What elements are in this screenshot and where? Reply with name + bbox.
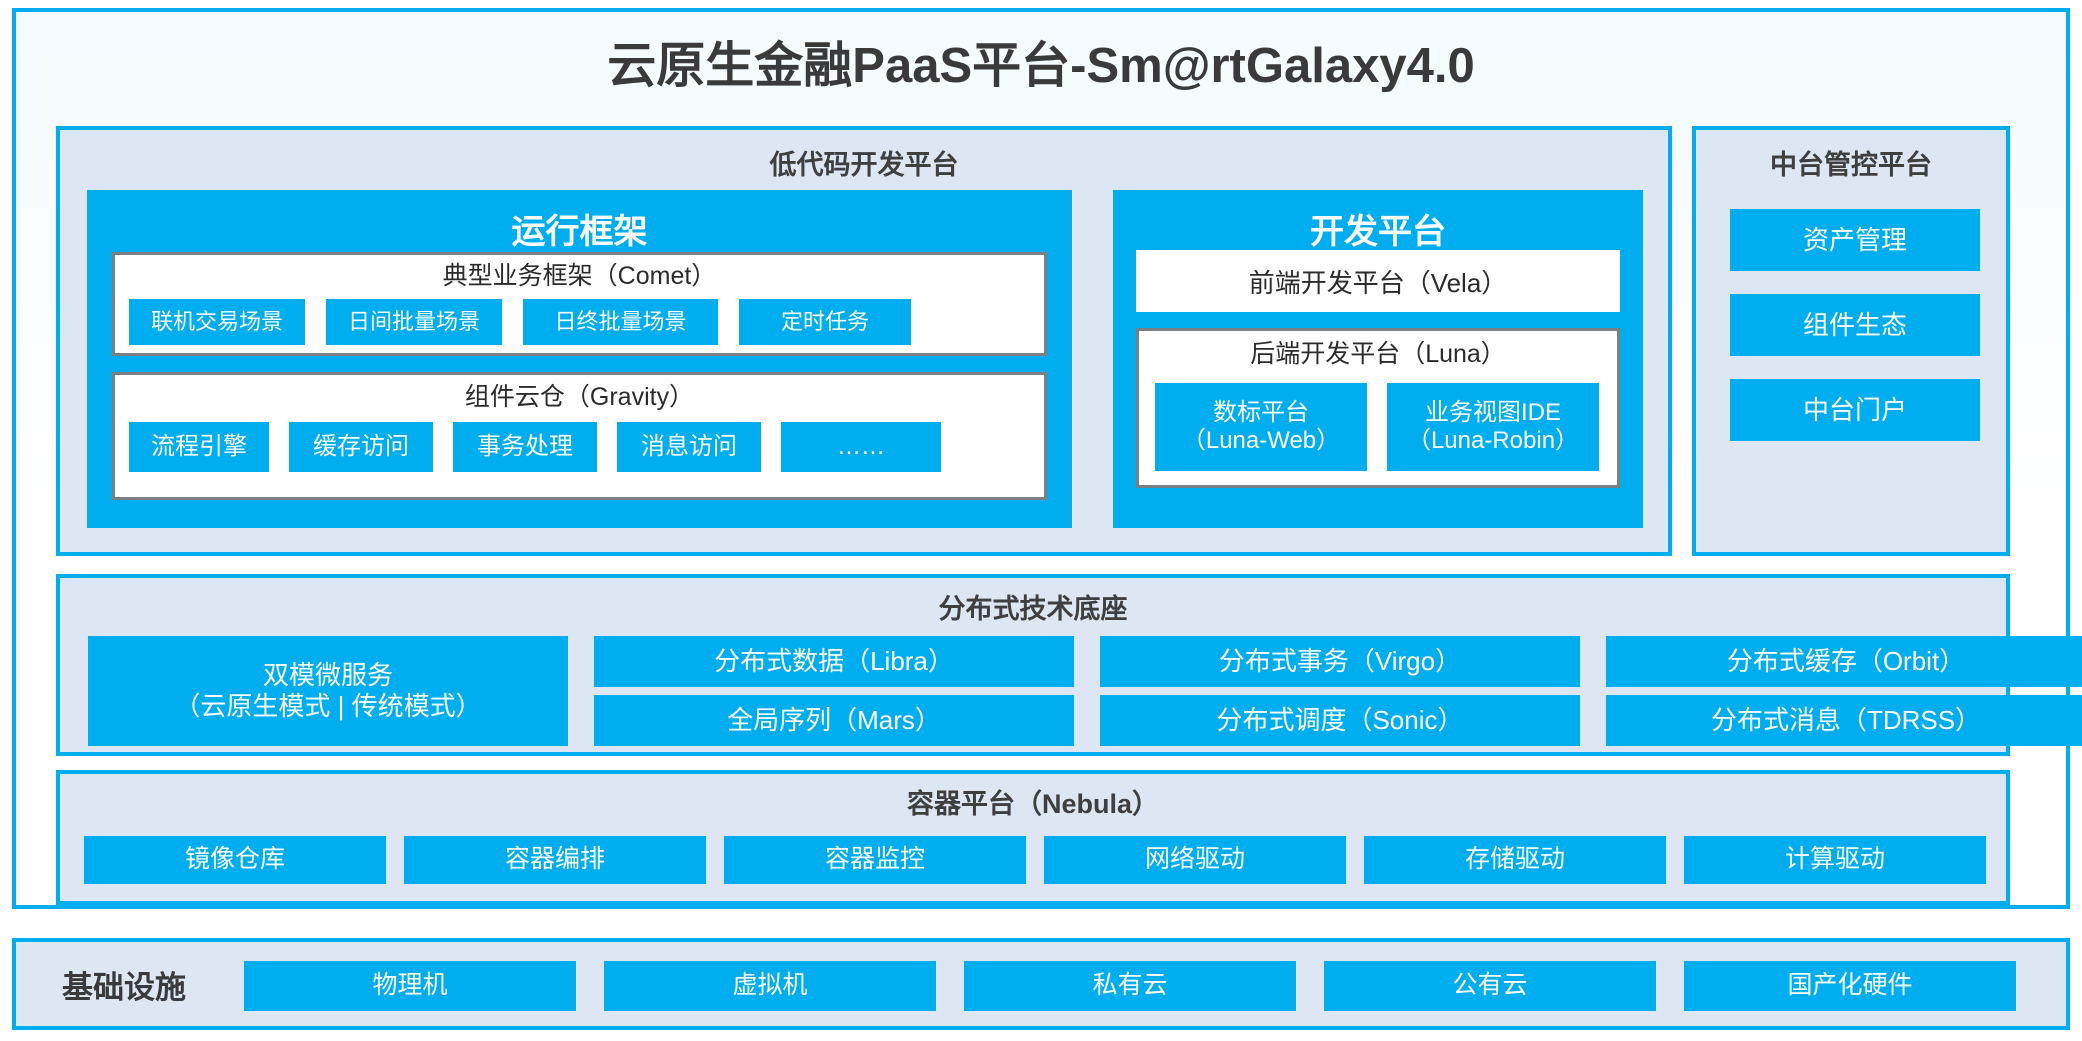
platform-main-frame: 云原生金融PaaS平台-Sm@rtGalaxy4.0 低代码开发平台 运行框架 …	[12, 8, 2082, 909]
dev-platform-title: 开发平台	[1310, 213, 1446, 251]
comet-tile-intraday-batch[interactable]: 日间批量场景	[326, 299, 502, 345]
infra-tile-domestic-hardware[interactable]: 国产化硬件	[1684, 961, 2016, 1011]
comet-tile-scheduled-task[interactable]: 定时任务	[739, 299, 911, 345]
gravity-item-row: 流程引擎 缓存访问 事务处理 消息访问 ……	[129, 422, 941, 472]
container-platform-title: 容器平台（Nebula）	[906, 789, 1160, 819]
comet-item-row: 联机交易场景 日间批量场景 日终批量场景 定时任务	[129, 299, 911, 345]
luna-robin-name: 业务视图IDE	[1424, 398, 1561, 426]
distributed-col-3: 分布式缓存（Orbit） 分布式消息（TDRSS）	[1606, 636, 2082, 746]
container-tile-orchestration[interactable]: 容器编排	[404, 836, 706, 884]
container-tile-monitoring[interactable]: 容器监控	[724, 836, 1026, 884]
infra-tile-public-cloud[interactable]: 公有云	[1324, 961, 1656, 1011]
luna-web-code: （Luna-Web）	[1181, 427, 1341, 454]
dist-tile-sonic[interactable]: 分布式调度（Sonic）	[1100, 695, 1580, 746]
container-tile-image-registry[interactable]: 镜像仓库	[84, 836, 386, 884]
dist-tile-virgo[interactable]: 分布式事务（Virgo）	[1100, 636, 1580, 687]
container-tile-network-driver[interactable]: 网络驱动	[1044, 836, 1346, 884]
gravity-tile-message-access[interactable]: 消息访问	[617, 422, 761, 472]
luna-robin-code: （Luna-Robin）	[1406, 427, 1580, 454]
dev-platform-card: 开发平台 前端开发平台（Vela） 后端开发平台（Luna） 数标平台 （Lun…	[1113, 190, 1643, 528]
luna-item-row: 数标平台 （Luna-Web） 业务视图IDE （Luna-Robin）	[1155, 383, 1599, 471]
midend-tile-component-ecosystem[interactable]: 组件生态	[1730, 294, 1980, 356]
comet-title: 典型业务框架（Comet）	[442, 262, 717, 290]
gravity-tile-cache-access[interactable]: 缓存访问	[289, 422, 433, 472]
distributed-col-1: 分布式数据（Libra） 全局序列（Mars）	[594, 636, 1074, 746]
infra-tile-physical-machine[interactable]: 物理机	[244, 961, 576, 1011]
gravity-title: 组件云仓（Gravity）	[464, 383, 695, 411]
distributed-tech-foundation-panel: 分布式技术底座 双模微服务 （云原生模式 | 传统模式） 分布式数据（Libra…	[56, 574, 2082, 756]
dist-tile-tdrss[interactable]: 分布式消息（TDRSS）	[1606, 695, 2082, 746]
midend-control-platform-panel: 中台管控平台 资产管理 组件生态 中台门户	[1692, 126, 2010, 556]
runtime-framework-title: 运行框架	[511, 213, 648, 251]
luna-title: 后端开发平台（Luna）	[1250, 340, 1506, 368]
runtime-framework-card: 运行框架 典型业务框架（Comet） 联机交易场景 日间批量场景 日终批量场景 …	[87, 190, 1072, 528]
midend-control-platform-title: 中台管控平台	[1770, 150, 1932, 180]
gravity-tile-process-engine[interactable]: 流程引擎	[129, 422, 269, 472]
dist-tile-libra[interactable]: 分布式数据（Libra）	[594, 636, 1074, 687]
container-tile-storage-driver[interactable]: 存储驱动	[1364, 836, 1666, 884]
luna-web-name: 数标平台	[1213, 398, 1309, 426]
luna-tile-business-view-ide[interactable]: 业务视图IDE （Luna-Robin）	[1387, 383, 1599, 471]
microservice-mode: （云原生模式 | 传统模式）	[174, 691, 482, 721]
gravity-tile-transaction-process[interactable]: 事务处理	[453, 422, 597, 472]
distributed-col-microservice: 双模微服务 （云原生模式 | 传统模式）	[88, 636, 568, 746]
gravity-component-cloud-box: 组件云仓（Gravity） 流程引擎 缓存访问 事务处理 消息访问 ……	[112, 372, 1047, 500]
backend-dev-platform-luna-box: 后端开发平台（Luna） 数标平台 （Luna-Web） 业务视图IDE （Lu…	[1136, 328, 1620, 488]
page-title: 云原生金融PaaS平台-Sm@rtGalaxy4.0	[607, 39, 1475, 93]
gravity-tile-more[interactable]: ……	[781, 422, 941, 472]
distributed-tech-foundation-title: 分布式技术底座	[938, 594, 1128, 624]
dist-tile-orbit[interactable]: 分布式缓存（Orbit）	[1606, 636, 2082, 687]
luna-tile-data-standard-platform[interactable]: 数标平台 （Luna-Web）	[1155, 383, 1367, 471]
frontend-dev-platform-vela[interactable]: 前端开发平台（Vela）	[1136, 250, 1620, 312]
midend-item-stack: 资产管理 组件生态 中台门户	[1730, 209, 1980, 441]
comet-tile-eod-batch[interactable]: 日终批量场景	[523, 299, 718, 345]
midend-tile-midend-portal[interactable]: 中台门户	[1730, 379, 1980, 441]
infra-tile-virtual-machine[interactable]: 虚拟机	[604, 961, 936, 1011]
distributed-col-2: 分布式事务（Virgo） 分布式调度（Sonic）	[1100, 636, 1580, 746]
midend-tile-asset-management[interactable]: 资产管理	[1730, 209, 1980, 271]
container-platform-panel: 容器平台（Nebula） 镜像仓库 容器编排 容器监控 网络驱动 存储驱动 计算…	[56, 770, 2010, 905]
distributed-grid: 双模微服务 （云原生模式 | 传统模式） 分布式数据（Libra） 全局序列（M…	[88, 636, 2082, 746]
comet-tile-online-transaction[interactable]: 联机交易场景	[129, 299, 305, 345]
container-tile-compute-driver[interactable]: 计算驱动	[1684, 836, 1986, 884]
infra-tile-private-cloud[interactable]: 私有云	[964, 961, 1296, 1011]
low-code-platform-title: 低代码开发平台	[769, 150, 959, 180]
container-item-row: 镜像仓库 容器编排 容器监控 网络驱动 存储驱动 计算驱动	[84, 836, 1986, 884]
infrastructure-label: 基础设施	[62, 969, 186, 1005]
infrastructure-panel: 基础设施 物理机 虚拟机 私有云 公有云 国产化硬件	[12, 938, 2070, 1030]
microservice-name: 双模微服务	[262, 660, 393, 691]
dist-tile-mars[interactable]: 全局序列（Mars）	[594, 695, 1074, 746]
low-code-platform-panel: 低代码开发平台 运行框架 典型业务框架（Comet） 联机交易场景 日间批量场景…	[56, 126, 1672, 556]
comet-business-framework-box: 典型业务框架（Comet） 联机交易场景 日间批量场景 日终批量场景 定时任务	[112, 252, 1047, 356]
infrastructure-item-row: 物理机 虚拟机 私有云 公有云 国产化硬件	[244, 961, 2016, 1011]
dist-tile-dual-mode-microservice[interactable]: 双模微服务 （云原生模式 | 传统模式）	[88, 636, 568, 746]
